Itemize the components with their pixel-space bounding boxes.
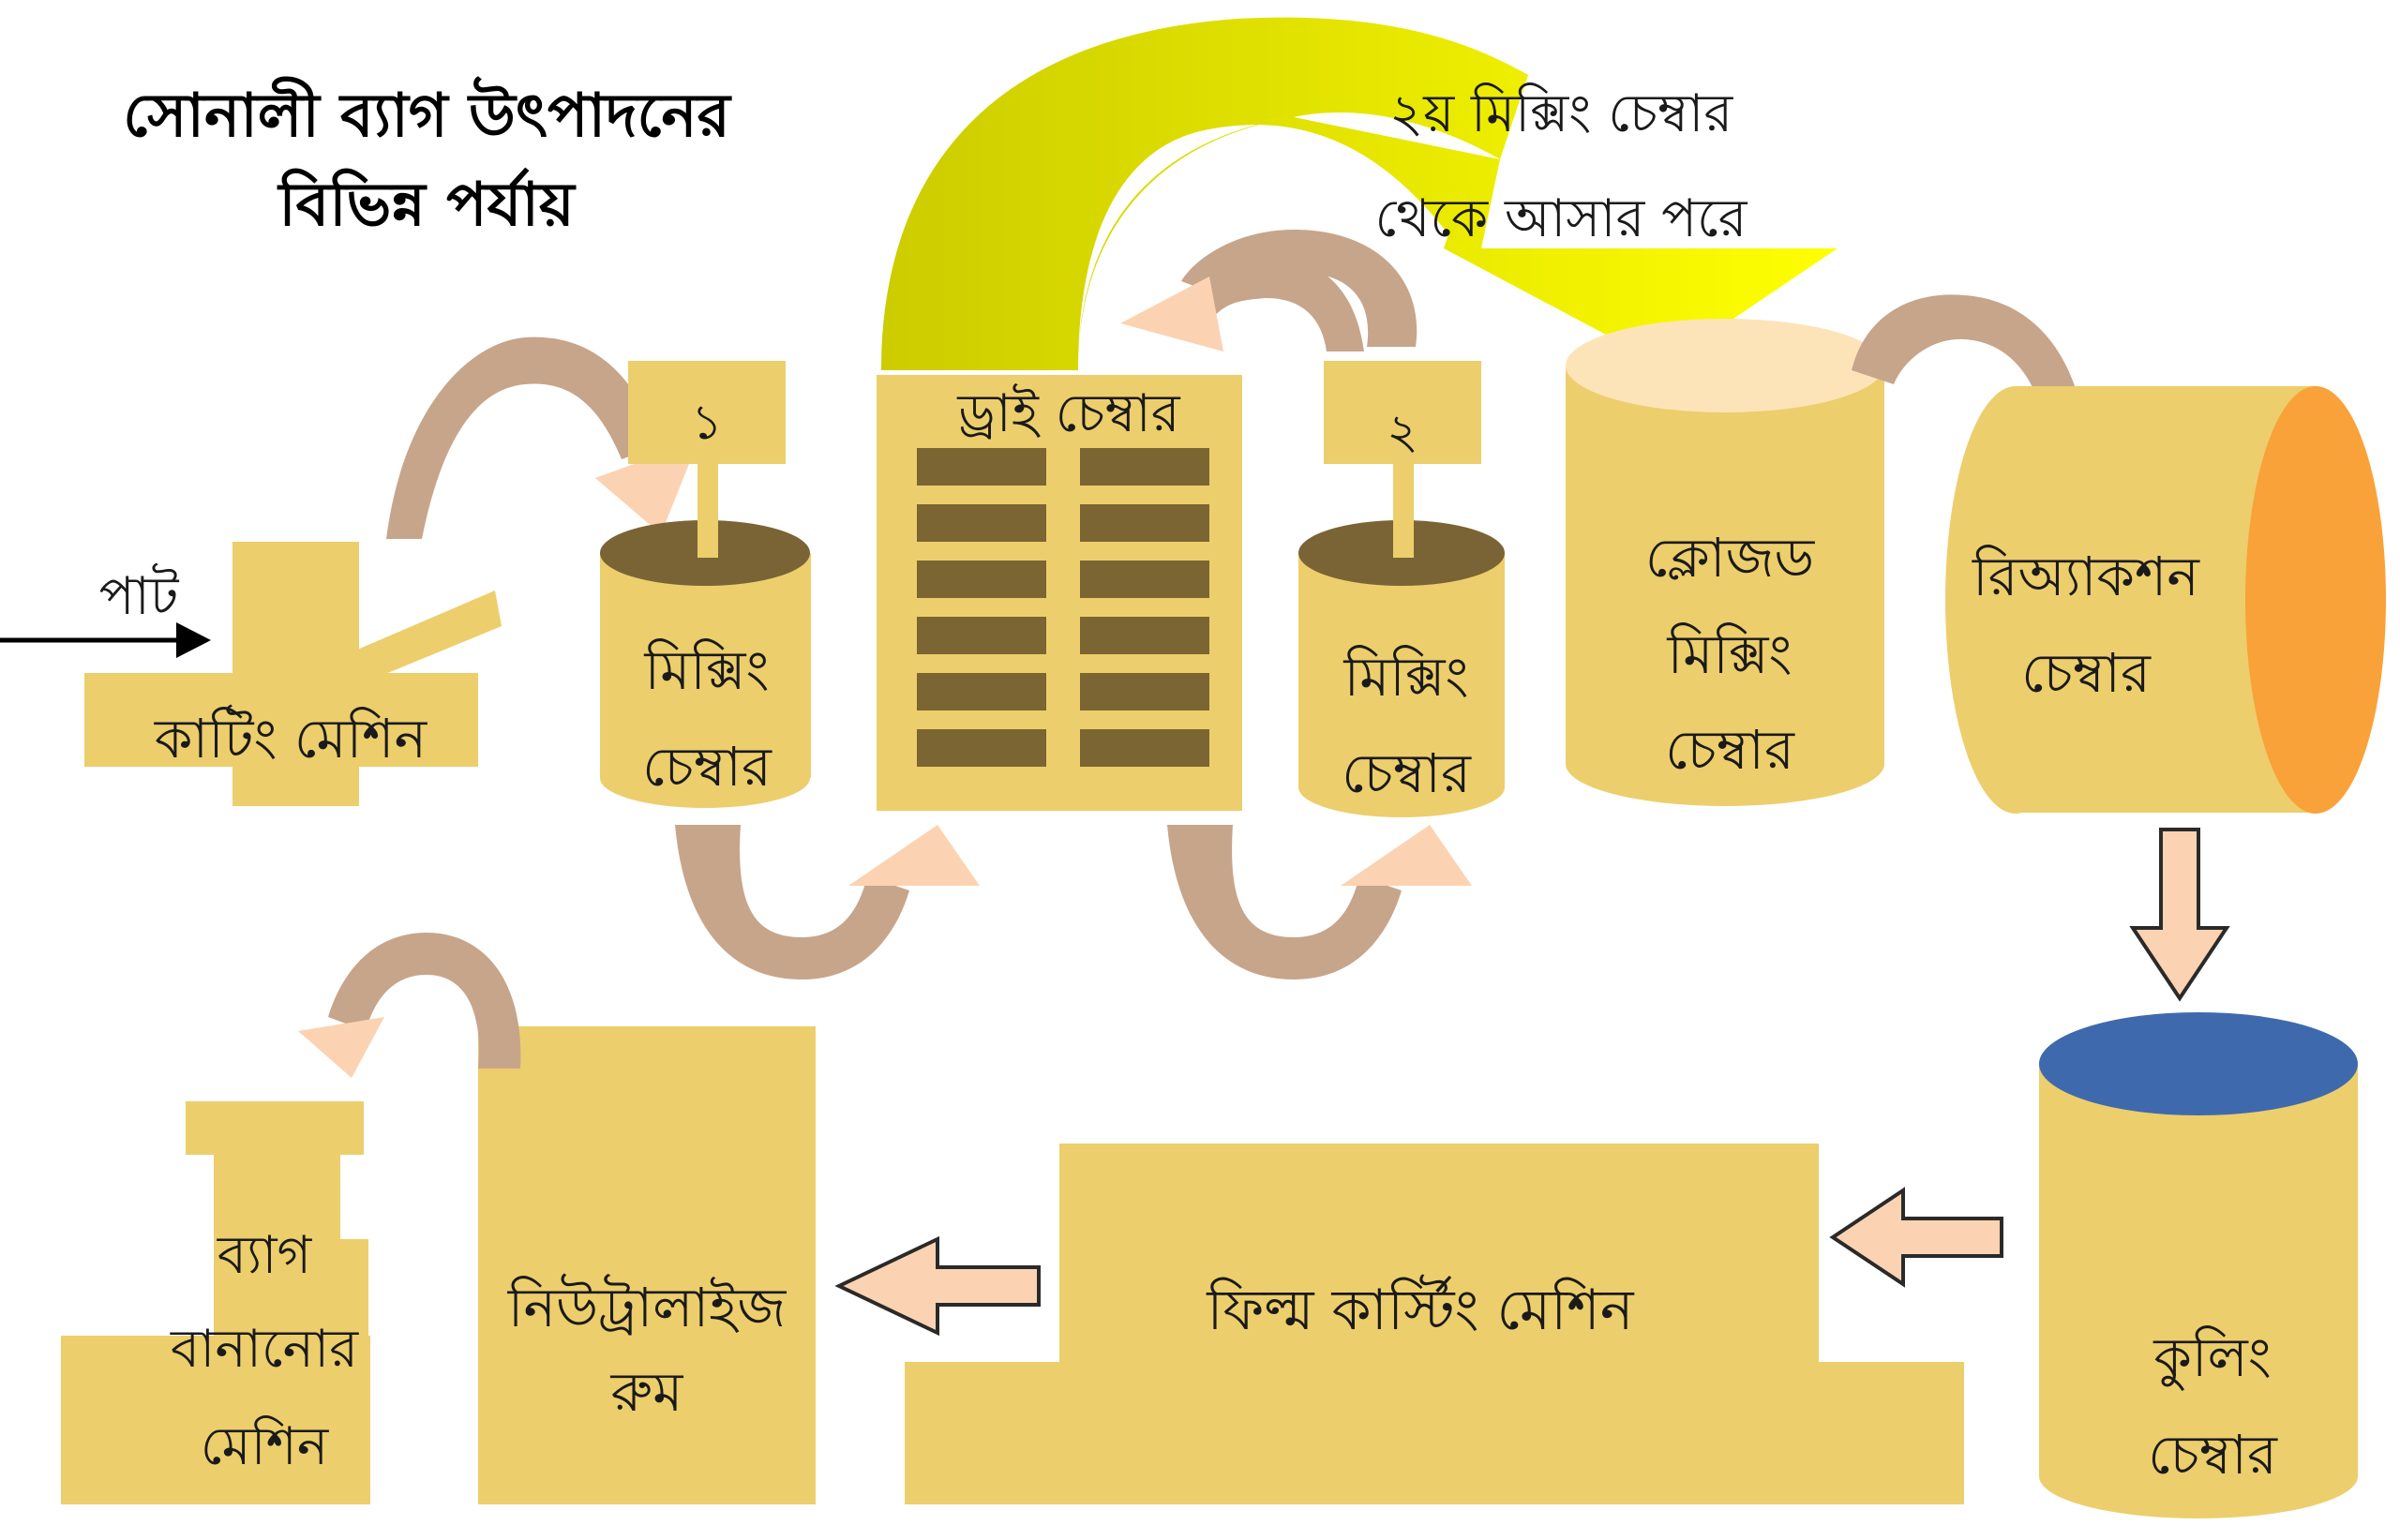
arrow-mixer2-to-dry: [1120, 230, 1418, 351]
big-curved-arrow: [881, 17, 1838, 370]
cooling-chamber-line-1: কুলিং: [2152, 1325, 2271, 1391]
annotation-line-2: থেকে আসার পরে: [1375, 188, 1748, 249]
arrow-mixer1-to-dry: [675, 825, 980, 979]
neutralize-room-line-1: নিউট্রালাইজ: [507, 1274, 788, 1339]
cutting-machine: [84, 542, 502, 806]
mixing-chamber-2: [1298, 361, 1505, 817]
mixing-chamber-2-number: ২: [1387, 404, 1418, 460]
reaction-chamber-line-1: রিঅ্যাকশন: [1972, 545, 2200, 608]
reaction-chamber: [1945, 386, 2386, 814]
mixing-chamber-2-line-2: চেম্বার: [1342, 741, 1472, 805]
closed-mixing-chamber: [1566, 319, 1884, 806]
cutting-machine-label: কাটিং মেশিন: [154, 705, 428, 770]
cooling-chamber-line-2: চেম্বার: [2148, 1423, 2278, 1487]
neutralize-room: [478, 1026, 816, 1504]
arrow-cooling-to-film: [1829, 1187, 2003, 1288]
annotation-line-1: ২য় মিক্সিং চেম্বার: [1389, 82, 1734, 144]
arrow-neutral-to-bag: [298, 933, 521, 1078]
reaction-chamber-line-2: চেম্বার: [2021, 641, 2152, 705]
closed-chamber-line-2: মিক্সিং: [1667, 622, 1792, 686]
title-line-1: সোনালী ব্যাগ উৎপাদনের: [123, 76, 732, 151]
title-line-2: বিভিন্ন পর্যায়: [277, 167, 577, 240]
mixing-chamber-1-number: ১: [691, 395, 723, 451]
input-label: পাট: [99, 563, 180, 627]
neutralize-room-line-2: রুম: [610, 1360, 683, 1424]
bag-machine-line-2: বানানোর: [170, 1319, 359, 1380]
input-arrow-head: [176, 622, 211, 658]
film-casting-machine-label: ফিল্ম কার্স্টিং মেশিন: [1206, 1275, 1634, 1343]
closed-chamber-line-3: চেম্বার: [1665, 718, 1795, 782]
arrow-reaction-to-cooling: [2129, 828, 2230, 1002]
mixing-chamber-1: [600, 361, 811, 808]
film-casting-machine: [905, 1144, 1964, 1504]
dry-chamber: [877, 375, 1242, 811]
dry-chamber-label: ড্রাই চেম্বার: [956, 383, 1180, 444]
bag-machine-line-3: মেশিন: [201, 1415, 330, 1477]
arrow-dry-to-mixer2: [1167, 825, 1472, 979]
mixing-chamber-2-line-1: মিক্সিং: [1343, 645, 1469, 709]
cooling-chamber: [2039, 1012, 2358, 1518]
mixing-chamber-1-line-1: মিক্সিং: [644, 638, 770, 702]
closed-chamber-line-1: ক্লোজড: [1645, 526, 1816, 590]
mixing-chamber-1-line-2: চেম্বার: [642, 735, 772, 799]
arrow-film-to-neutral: [834, 1235, 1041, 1337]
bag-machine-line-1: ব্যাগ: [217, 1225, 313, 1286]
bag-making-machine: [61, 1101, 370, 1504]
